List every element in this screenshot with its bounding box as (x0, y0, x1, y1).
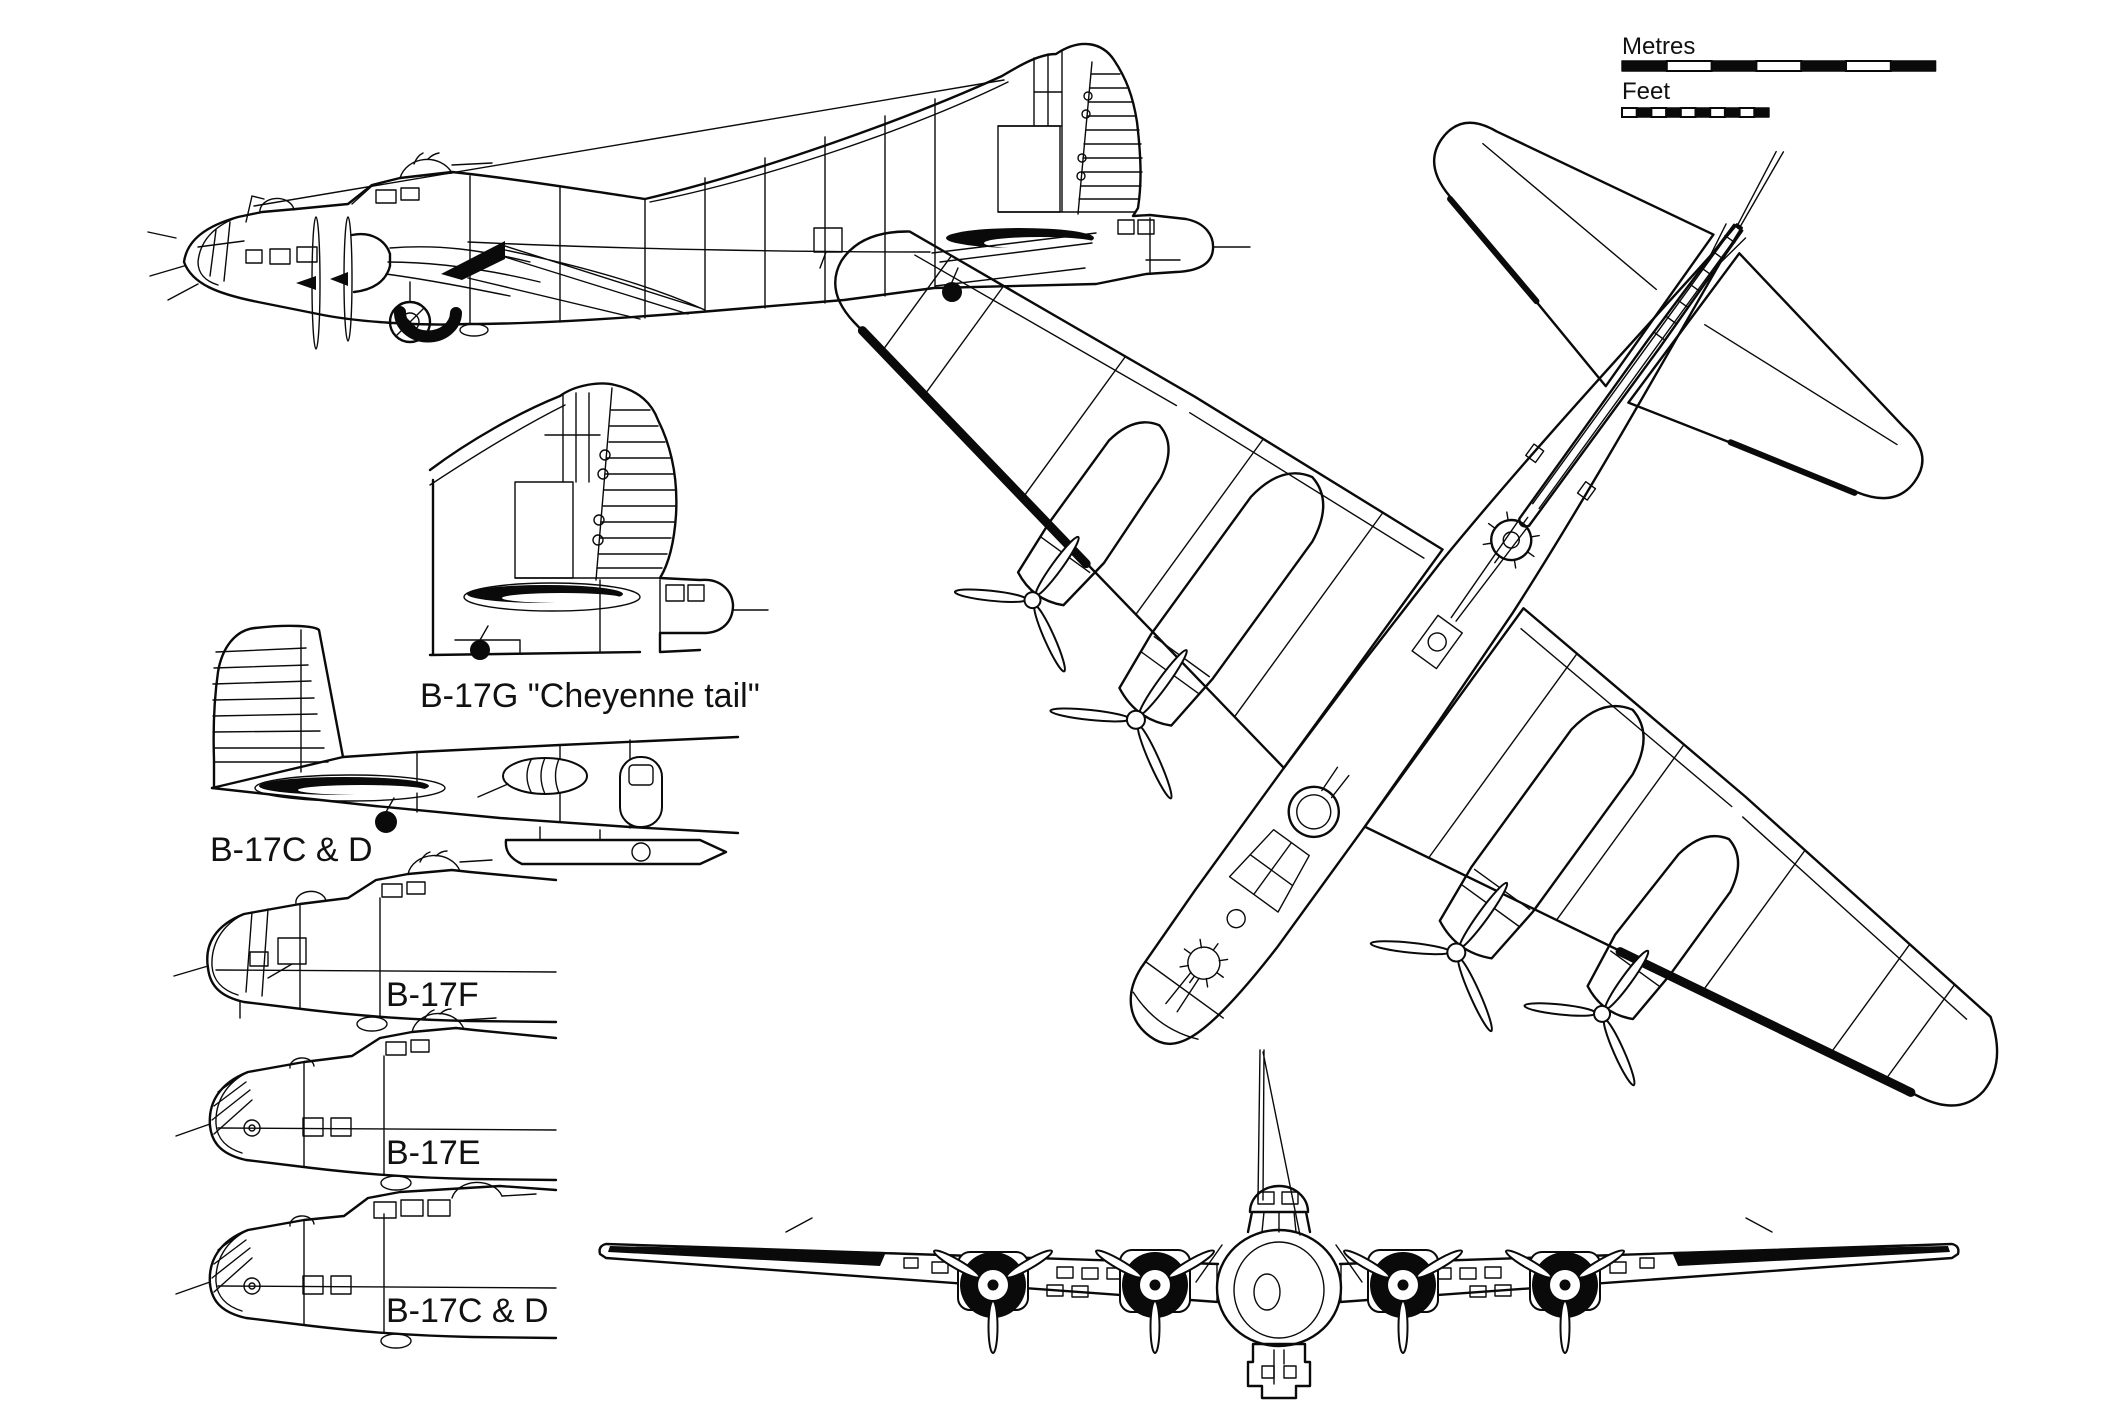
plan-view (834, 121, 2124, 1416)
label-tail-cd: B-17C & D (210, 831, 373, 869)
label-cheyenne-tail: B-17G "Cheyenne tail" (420, 677, 760, 715)
feet-bar (1621, 107, 1770, 118)
chin-turret (1165, 938, 1229, 1013)
tailwheel (942, 282, 962, 302)
feet-label: Feet (1622, 78, 1670, 105)
tail-detail-cheyenne (428, 382, 769, 660)
metres-label: Metres (1622, 33, 1695, 60)
front-view (600, 1049, 1960, 1400)
bathtub-gondola (504, 826, 728, 866)
plan-propeller-outer (953, 535, 1080, 673)
nose-profile-f (173, 850, 558, 1032)
ball-turret-plan (1482, 511, 1540, 569)
scale-bars: Metres Feet (1621, 33, 1937, 118)
plan-view-half-mirror (1280, 252, 2124, 1289)
main-gear-wheel (388, 281, 432, 344)
metres-bar (1621, 60, 1937, 72)
label-nose-cd: B-17C & D (386, 1292, 549, 1330)
front-fuselage (1195, 1049, 1363, 1400)
nose-profile-cd (175, 1181, 558, 1349)
tail-turret (1117, 217, 1251, 273)
side-view-b17g (147, 42, 1251, 350)
tail-detail-early (210, 624, 740, 866)
nose-profile-e (175, 1008, 558, 1191)
ball-turret (393, 306, 462, 343)
side-propellers (296, 216, 353, 350)
wing-root-wedge (441, 241, 505, 280)
plan-view-half (834, 121, 1715, 800)
front-view-left-half (600, 1218, 1218, 1353)
label-nose-e: B-17E (386, 1134, 481, 1172)
front-view-right-half (1338, 1217, 1960, 1354)
waist-blister (477, 757, 588, 798)
label-nose-f: B-17F (386, 976, 479, 1014)
plan-propeller-inner (1049, 649, 1188, 800)
